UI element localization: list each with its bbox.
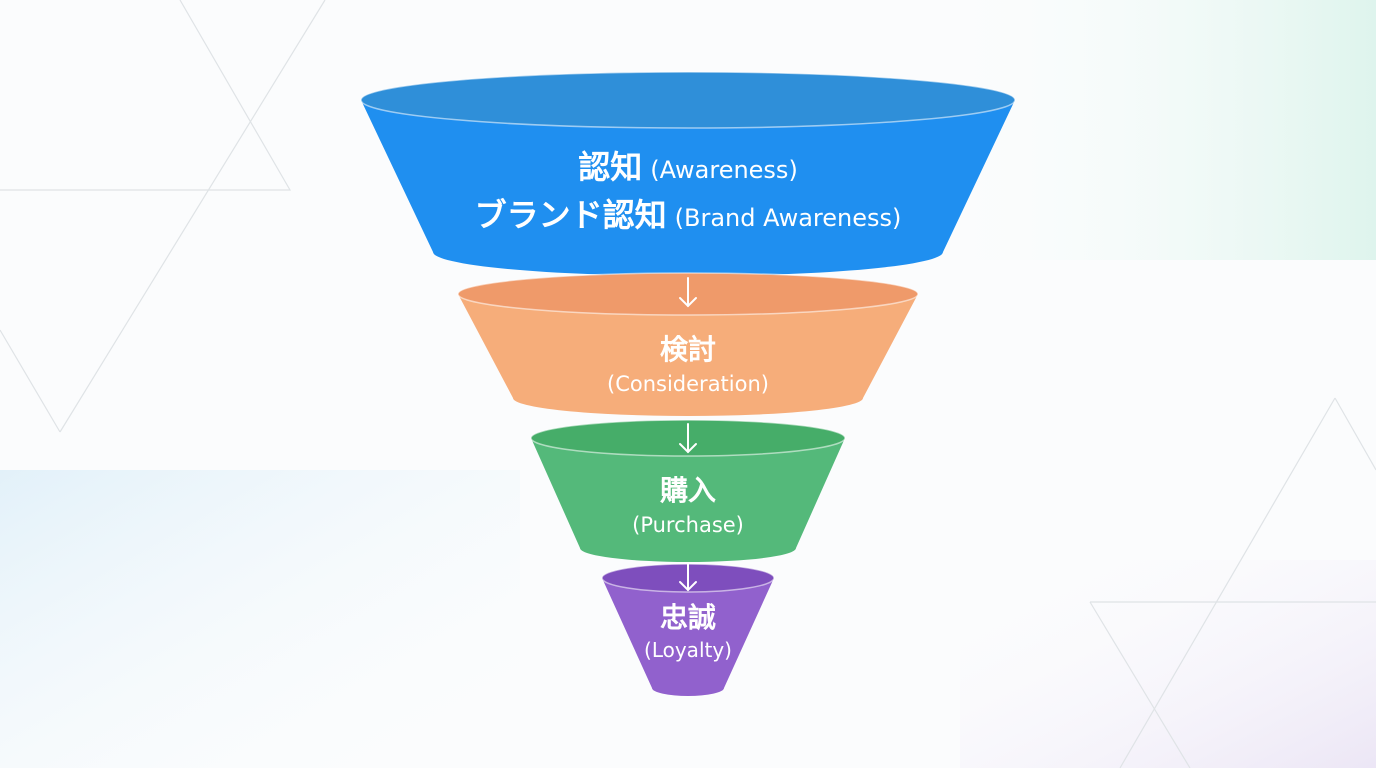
- funnel-stage-body: [458, 294, 918, 416]
- triangle-line-bottom-right-b: [1334, 397, 1376, 471]
- down-arrow-icon: [679, 423, 697, 454]
- triangle-line-left-lower: [0, 329, 61, 433]
- funnel-stage-awareness: 認知 (Awareness) ブランド認知 (Brand Awareness): [360, 71, 1016, 276]
- funnel-stage-label: 忠誠: [660, 601, 716, 634]
- funnel-stage-label: 購入: [660, 474, 716, 507]
- funnel-label-sub: (Brand Awareness): [675, 204, 902, 232]
- funnel-stage-label: 認知 (Awareness): [578, 148, 798, 186]
- funnel-stage-label: (Consideration): [607, 372, 769, 396]
- triangle-line-bottom-right-c: [1119, 397, 1336, 768]
- funnel-label-sub: (Consideration): [607, 372, 769, 396]
- down-arrow-icon: [679, 563, 697, 592]
- down-arrow-icon: [679, 277, 697, 308]
- funnel-stage-label: (Loyalty): [644, 638, 732, 662]
- funnel-label-sub: (Awareness): [650, 156, 798, 184]
- funnel-stage-body: [361, 100, 1015, 276]
- triangle-line-left: [59, 0, 326, 433]
- funnel-label-main: 忠誠: [660, 601, 716, 634]
- funnel-stage-label: (Purchase): [632, 513, 744, 537]
- funnel-label-main: 検討: [660, 333, 716, 366]
- funnel-label-sub: (Purchase): [632, 513, 744, 537]
- funnel-label-main: ブランド認知: [475, 196, 667, 234]
- funnel-diagram: 認知 (Awareness) ブランド認知 (Brand Awareness) 検討 (C…: [360, 71, 1016, 696]
- funnel-stage-label: 検討: [660, 333, 716, 366]
- funnel-stage-label: ブランド認知 (Brand Awareness): [475, 196, 902, 234]
- funnel-label-sub: (Loyalty): [644, 638, 732, 662]
- triangle-outline-top-left: [0, 0, 292, 191]
- funnel-stage-rim: [360, 71, 1016, 129]
- funnel-stage-loyalty: 忠誠 (Loyalty): [601, 563, 775, 696]
- funnel-label-main: 購入: [660, 474, 716, 507]
- funnel-stage-body: [531, 438, 845, 562]
- funnel-stage-body: [602, 578, 774, 696]
- funnel-label-main: 認知: [578, 148, 642, 186]
- triangle-line-bottom-right-a: [1089, 601, 1191, 768]
